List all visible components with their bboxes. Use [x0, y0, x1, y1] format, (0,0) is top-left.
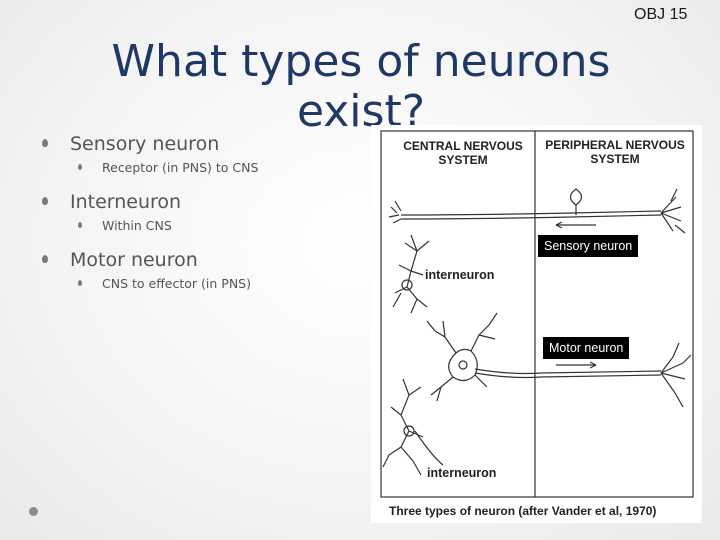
objective-label: OBJ 15 — [634, 6, 688, 23]
bullet-motor-neuron: Motor neuron — [40, 246, 360, 274]
motor-dendrites — [426, 312, 498, 402]
bullet-sensory-neuron: Sensory neuron — [40, 130, 360, 158]
cns-label: CENTRAL NERVOUS SYSTEM — [403, 139, 523, 167]
bullet-marker-icon — [42, 139, 48, 147]
sub-bullet-sensory: Receptor (in PNS) to CNS — [40, 160, 282, 176]
bullet-marker-icon — [42, 255, 48, 263]
bullet-marker-icon — [78, 164, 82, 170]
slide-title: What types of neurons exist? — [111, 36, 611, 138]
sub-bullet-text: Receptor (in PNS) to CNS — [102, 160, 259, 175]
sub-bullet-text: Within CNS — [102, 218, 172, 233]
bullet-label: Interneuron — [70, 191, 182, 213]
bullet-list: Sensory neuron Receptor (in PNS) to CNS … — [40, 130, 360, 304]
interneuron-bottom-dendrites — [382, 378, 424, 476]
bullet-label: Motor neuron — [70, 249, 198, 271]
sensory-receptor-endings — [660, 188, 686, 234]
motor-axon — [474, 368, 662, 375]
neuron-diagram: CENTRAL NERVOUS SYSTEM PERIPHERAL NERVOU… — [371, 125, 702, 523]
sensory-neuron-callout: Sensory neuron — [538, 235, 639, 257]
sub-bullet-interneuron: Within CNS — [40, 218, 282, 234]
pns-label: PERIPHERAL NERVOUS SYSTEM — [545, 138, 685, 166]
bullet-interneuron: Interneuron — [40, 188, 360, 216]
motor-terminals — [660, 342, 692, 408]
bullet-marker-icon — [78, 280, 82, 286]
sensory-axon — [400, 210, 662, 216]
figure-caption: Three types of neuron (after Vander et a… — [389, 504, 657, 518]
sensory-cell-body — [569, 188, 583, 215]
decorative-dot — [29, 507, 38, 516]
sub-bullet-motor: CNS to effector (in PNS) — [40, 276, 282, 292]
bullet-marker-icon — [42, 197, 48, 205]
interneuron-label-top: interneuron — [425, 268, 495, 282]
bullet-label: Sensory neuron — [70, 133, 220, 155]
bullet-marker-icon — [78, 222, 82, 228]
motor-cell-body — [448, 348, 478, 382]
interneuron-label-bottom: interneuron — [427, 466, 497, 480]
neuron-drawing — [380, 130, 694, 498]
sensory-axon-terminals — [388, 200, 402, 224]
sub-bullet-text: CNS to effector (in PNS) — [102, 276, 251, 291]
diagram-frame — [380, 130, 694, 498]
motor-neuron-callout: Motor neuron — [543, 337, 630, 359]
interneuron-top-dendrites — [392, 234, 430, 314]
